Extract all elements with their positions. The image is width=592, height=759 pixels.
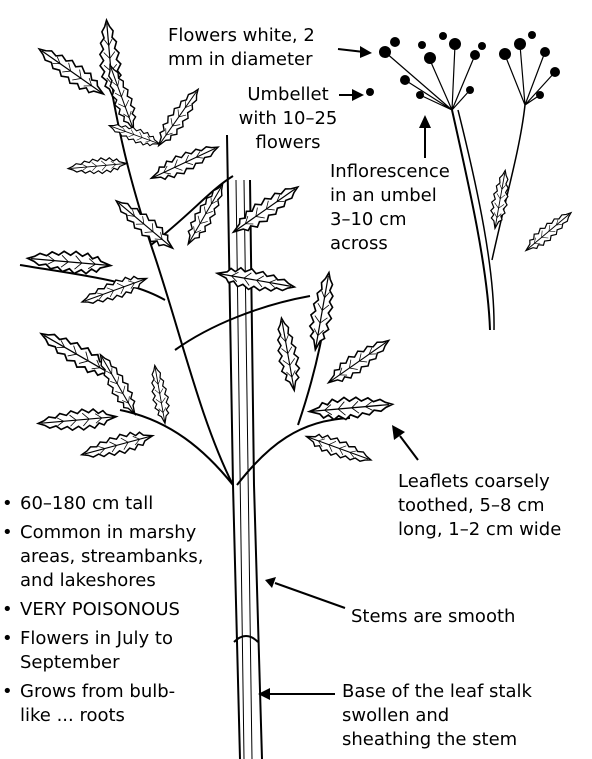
fact-roots: Grows from bulb-like ... roots [0,680,235,728]
fact-poisonous: VERY POISONOUS [0,598,235,622]
fact-height: 60–180 cm tall [0,492,235,516]
stems-label: Stems are smooth [351,605,515,629]
